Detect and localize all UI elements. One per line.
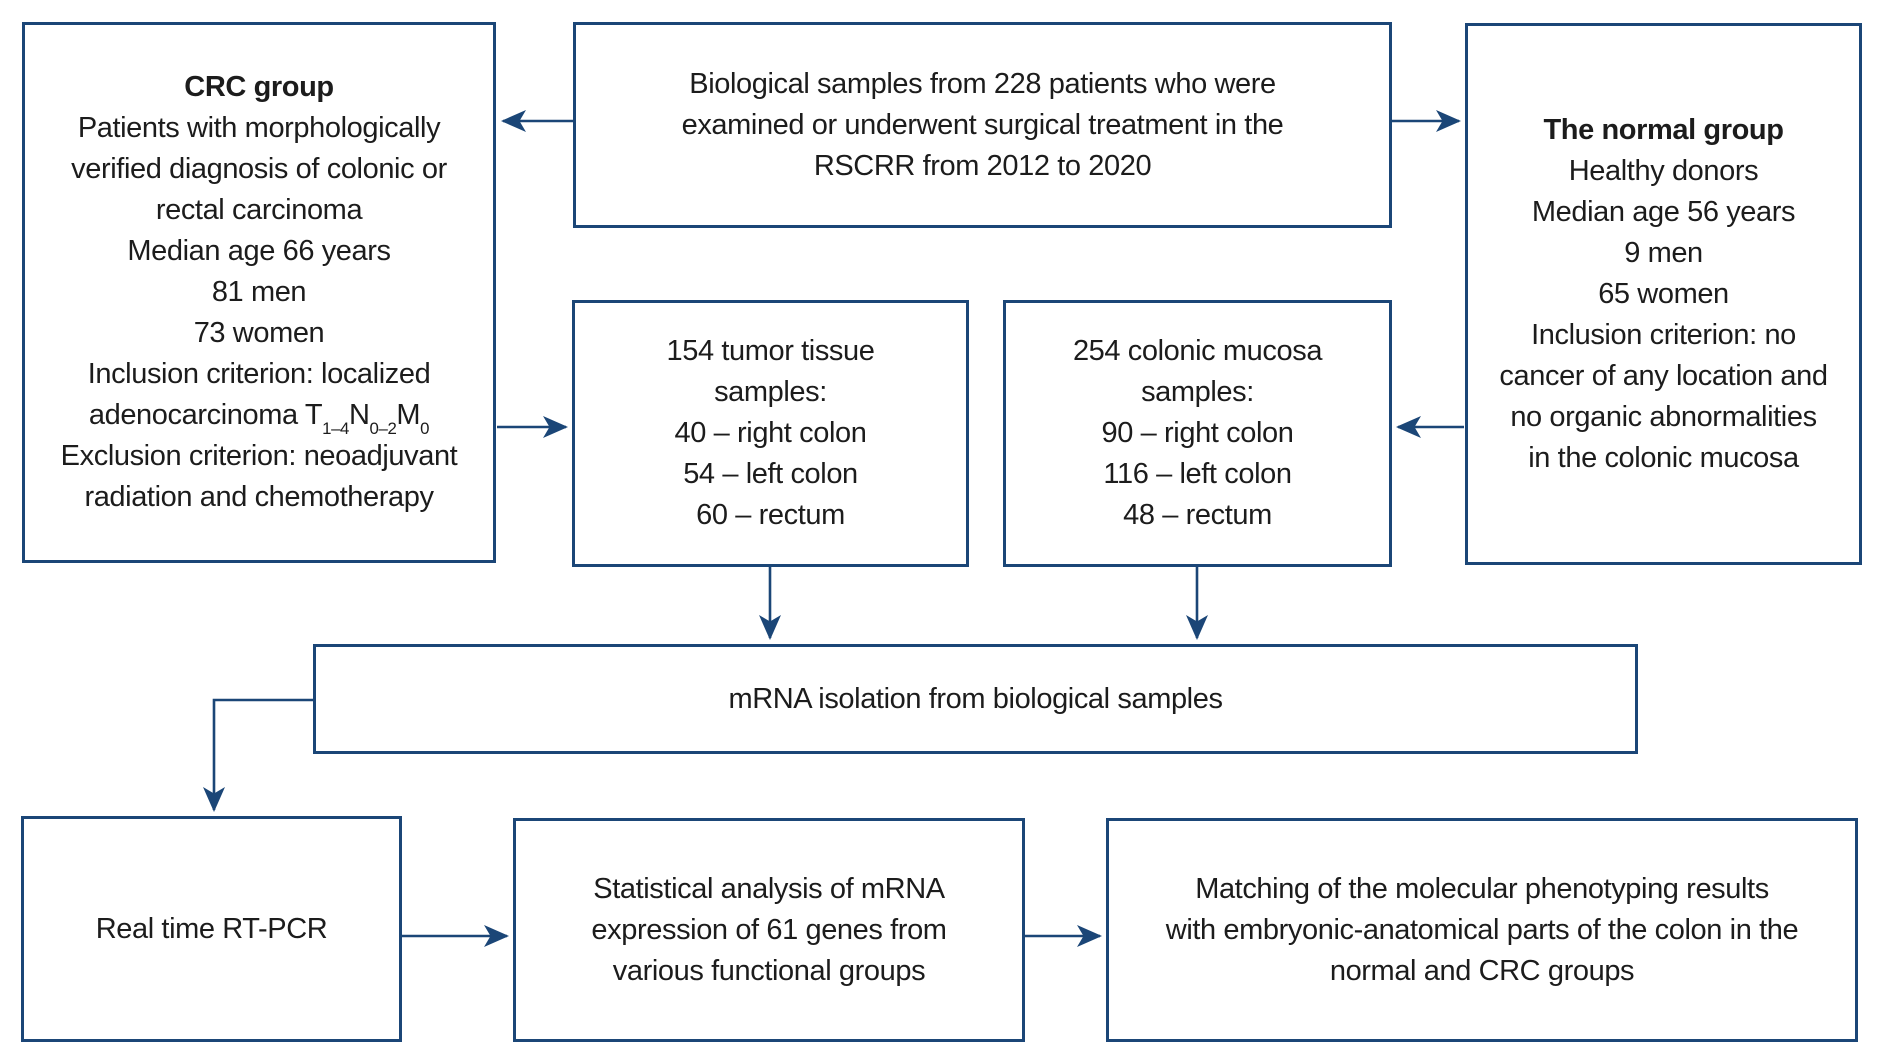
box-tumor-samples: 154 tumor tissue samples: 40 – right col… <box>572 300 969 567</box>
mrna-isolation-line: mRNA isolation from biological samples <box>728 682 1223 715</box>
tnm-subscript: 1–4 <box>322 418 349 438</box>
crc-group-title: CRC group <box>184 71 334 103</box>
mucosa-samples-line: 116 – left colon <box>1103 458 1292 490</box>
box-crc-group: CRC group Patients with morphologically … <box>22 22 496 563</box>
statistical-analysis-line: various functional groups <box>612 954 926 987</box>
rt-pcr-line: Real time RT-PCR <box>95 912 328 945</box>
normal-group-title: The normal group <box>1543 113 1784 146</box>
tumor-samples-line: samples: <box>714 376 827 408</box>
arrow-mrna-to-rtpcr-elbow <box>203 698 313 812</box>
normal-group-line: 9 men <box>1624 236 1703 269</box>
tumor-samples-line: 154 tumor tissue <box>666 335 875 367</box>
crc-group-line: Median age 66 years <box>127 235 391 267</box>
statistical-analysis-line: expression of 61 genes from <box>591 913 947 946</box>
crc-group-line: verified diagnosis of colonic or <box>71 153 447 185</box>
tnm-subscript: 0–2 <box>369 418 397 438</box>
crc-group-tnm-line: adenocarcinoma T1–4N0–2M0 <box>88 395 430 438</box>
tumor-samples-line: 40 – right colon <box>674 417 867 449</box>
normal-group-line: no organic abnormalities <box>1510 400 1817 433</box>
tumor-samples-line: 54 – left colon <box>683 458 858 490</box>
box-mrna-isolation: mRNA isolation from biological samples <box>313 644 1638 754</box>
matching-results-line: Matching of the molecular phenotyping re… <box>1195 872 1769 905</box>
tumor-samples-line: 60 – rectum <box>696 499 845 531</box>
crc-group-line: 73 women <box>193 317 325 349</box>
crc-group-line: 81 men <box>211 276 307 308</box>
crc-group-line: Inclusion criterion: localized <box>87 358 431 390</box>
mucosa-samples-line: 90 – right colon <box>1101 417 1294 449</box>
tnm-text: adenocarcinoma T <box>88 399 323 431</box>
mucosa-samples-line: 48 – rectum <box>1123 499 1272 531</box>
tnm-subscript: 0 <box>420 418 430 438</box>
crc-group-line: rectal carcinoma <box>155 194 363 226</box>
box-matching-results: Matching of the molecular phenotyping re… <box>1106 818 1858 1042</box>
statistical-analysis-line: Statistical analysis of mRNA <box>593 872 945 905</box>
box-biological-samples: Biological samples from 228 patients who… <box>573 22 1392 228</box>
crc-group-line: Patients with morphologically <box>77 112 441 144</box>
box-normal-group: The normal group Healthy donors Median a… <box>1465 23 1862 565</box>
normal-group-line: 65 women <box>1598 277 1729 310</box>
box-rt-pcr: Real time RT-PCR <box>21 816 402 1042</box>
box-mucosa-samples: 254 colonic mucosa samples: 90 – right c… <box>1003 300 1392 567</box>
matching-results-line: with embryonic-anatomical parts of the c… <box>1165 913 1799 946</box>
normal-group-line: cancer of any location and <box>1499 359 1828 392</box>
crc-group-line: Exclusion criterion: neoadjuvant <box>60 440 458 472</box>
biological-samples-line: RSCRR from 2012 to 2020 <box>813 149 1152 182</box>
mucosa-samples-line: 254 colonic mucosa <box>1072 335 1323 367</box>
biological-samples-line: Biological samples from 228 patients who… <box>689 67 1276 100</box>
normal-group-line: Healthy donors <box>1568 154 1759 187</box>
normal-group-line: in the colonic mucosa <box>1528 441 1799 474</box>
matching-results-line: normal and CRC groups <box>1329 954 1635 987</box>
crc-group-line: radiation and chemotherapy <box>84 481 434 513</box>
biological-samples-line: examined or underwent surgical treatment… <box>681 108 1284 141</box>
normal-group-line: Inclusion criterion: no <box>1531 318 1796 351</box>
tnm-text: M <box>396 399 421 431</box>
box-statistical-analysis: Statistical analysis of mRNA expression … <box>513 818 1025 1042</box>
normal-group-line: Median age 56 years <box>1531 195 1796 228</box>
tnm-text: N <box>349 399 370 431</box>
mucosa-samples-line: samples: <box>1141 376 1254 408</box>
